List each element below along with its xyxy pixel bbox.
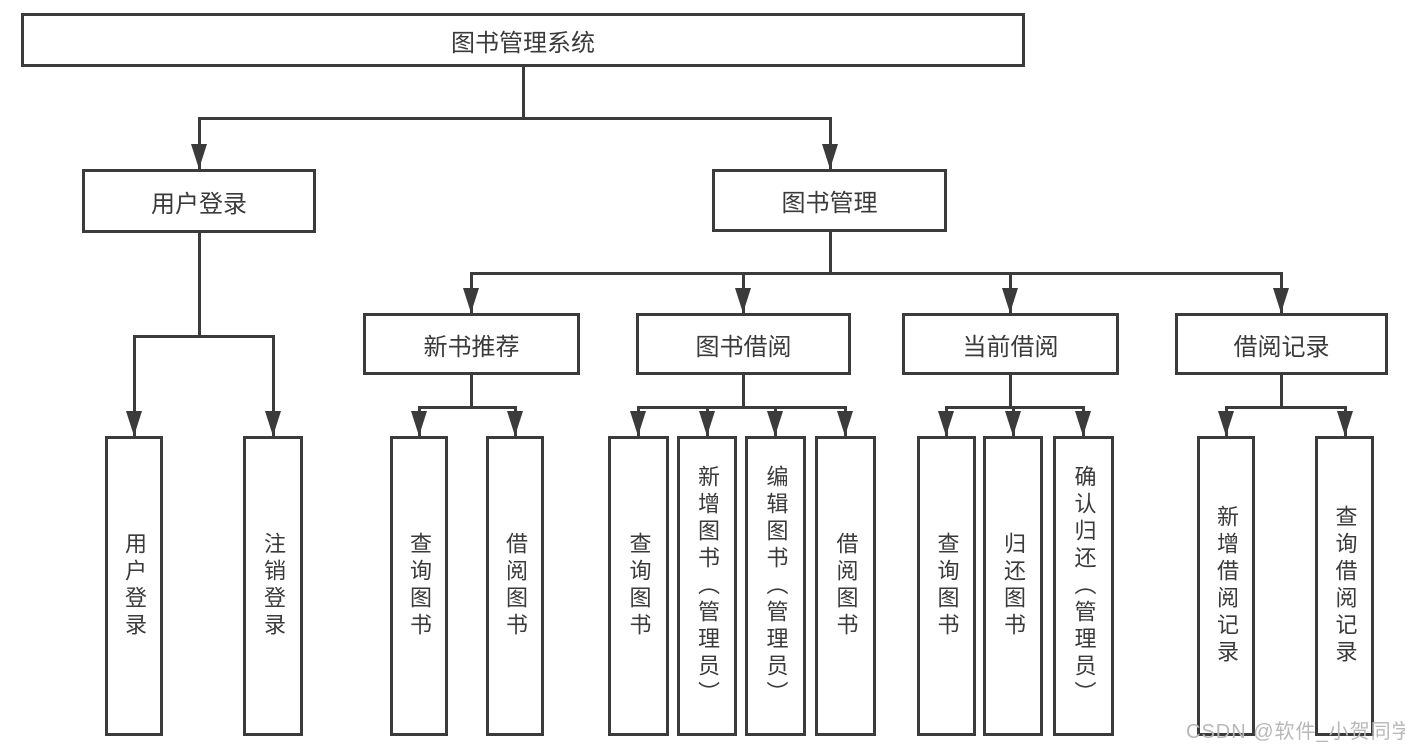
leaf-confirm-return-admin-label: 确认归还（管理员） — [1071, 464, 1097, 708]
leaf-edit-book-admin: 编辑图书（管理员） — [745, 436, 806, 736]
connector-user-login-stem — [198, 233, 201, 336]
leaf-query-books-current-label: 查询图书 — [934, 532, 960, 640]
connector-root-stem — [522, 67, 525, 117]
csdn-watermark: CSDN @软件_小贺同学 — [1186, 721, 1405, 743]
arrowhead — [735, 288, 751, 313]
arrowhead — [463, 288, 479, 313]
leaf-user-login: 用户登录 — [105, 436, 163, 736]
connector-current-borrow-bar — [945, 406, 1085, 409]
connector-stub — [133, 335, 136, 436]
leaf-confirm-return-admin: 确认归还（管理员） — [1053, 436, 1114, 736]
leaf-query-books-recommend-label: 查询图书 — [407, 532, 432, 640]
connector-new-book-bar — [418, 406, 517, 409]
leaf-query-books-borrow: 查询图书 — [608, 436, 669, 736]
leaf-query-books-current: 查询图书 — [917, 436, 976, 736]
connector-stub — [829, 117, 832, 169]
leaf-query-books-recommend: 查询图书 — [390, 436, 448, 736]
arrowhead — [1002, 288, 1018, 313]
node-root-label: 图书管理系统 — [451, 29, 595, 57]
arrowhead — [1273, 288, 1289, 313]
arrowhead — [265, 411, 281, 436]
arrowhead — [822, 144, 838, 169]
leaf-logout-label: 注销登录 — [261, 532, 286, 640]
arrowhead — [1337, 411, 1353, 436]
arrowhead — [191, 144, 207, 169]
leaf-edit-book-admin-label: 编辑图书（管理员） — [763, 464, 789, 708]
node-new-book-recommend-label: 新书推荐 — [423, 333, 520, 361]
connector-stub — [272, 335, 275, 436]
leaf-add-borrow-record: 新增借阅记录 — [1197, 436, 1255, 736]
leaf-query-borrow-record-label: 查询借阅记录 — [1332, 505, 1358, 667]
arrowhead — [837, 411, 853, 436]
connector-borrow-records-bar — [1225, 406, 1346, 409]
node-book-management: 图书管理 — [712, 169, 947, 232]
leaf-add-borrow-record-label: 新增借阅记录 — [1214, 505, 1239, 667]
connector-book-borrow-bar — [637, 406, 847, 409]
leaf-return-books-label: 归还图书 — [1001, 532, 1026, 640]
leaf-borrow-books-borrow: 借阅图书 — [815, 436, 876, 736]
node-borrow-records: 借阅记录 — [1175, 313, 1388, 375]
arrowhead — [630, 411, 646, 436]
node-book-borrow-label: 图书借阅 — [695, 333, 792, 361]
arrowhead — [938, 411, 954, 436]
arrowhead — [1075, 411, 1091, 436]
node-book-management-label: 图书管理 — [781, 190, 878, 217]
node-new-book-recommend: 新书推荐 — [363, 313, 580, 375]
leaf-query-borrow-record: 查询借阅记录 — [1315, 436, 1374, 736]
connector-borrow-records-stem — [1280, 375, 1283, 407]
arrowhead — [507, 411, 523, 436]
arrowhead — [1218, 411, 1234, 436]
connector-user-login-bar — [133, 335, 275, 338]
connector-root-bar — [198, 117, 832, 120]
node-current-borrow: 当前借阅 — [902, 313, 1119, 375]
connector-book-management-stem — [829, 232, 832, 274]
arrowhead — [699, 411, 715, 436]
connector-book-management-bar — [470, 272, 1282, 275]
leaf-borrow-books-borrow-label: 借阅图书 — [833, 532, 859, 640]
connector-current-borrow-stem — [1009, 375, 1012, 407]
arrowhead — [126, 411, 142, 436]
leaf-logout: 注销登录 — [243, 436, 303, 736]
leaf-query-books-borrow-label: 查询图书 — [626, 532, 652, 640]
leaf-add-book-admin-label: 新增图书（管理员） — [695, 464, 720, 708]
arrowhead — [1005, 411, 1021, 436]
arrowhead — [411, 411, 427, 436]
leaf-user-login-label: 用户登录 — [122, 532, 147, 640]
connector-stub — [198, 117, 201, 169]
leaf-borrow-books-recommend: 借阅图书 — [486, 436, 544, 736]
connector-book-borrow-stem — [742, 375, 745, 407]
node-borrow-records-label: 借阅记录 — [1233, 333, 1330, 361]
leaf-return-books: 归还图书 — [983, 436, 1043, 736]
node-user-login-label: 用户登录 — [151, 190, 247, 218]
node-user-login: 用户登录 — [82, 169, 316, 233]
arrowhead — [767, 411, 783, 436]
connector-new-book-stem — [470, 375, 473, 407]
leaf-add-book-admin: 新增图书（管理员） — [677, 436, 737, 736]
node-current-borrow-label: 当前借阅 — [962, 333, 1059, 361]
node-book-borrow: 图书借阅 — [636, 313, 851, 375]
node-root: 图书管理系统 — [21, 13, 1025, 67]
leaf-borrow-books-recommend-label: 借阅图书 — [503, 532, 528, 640]
